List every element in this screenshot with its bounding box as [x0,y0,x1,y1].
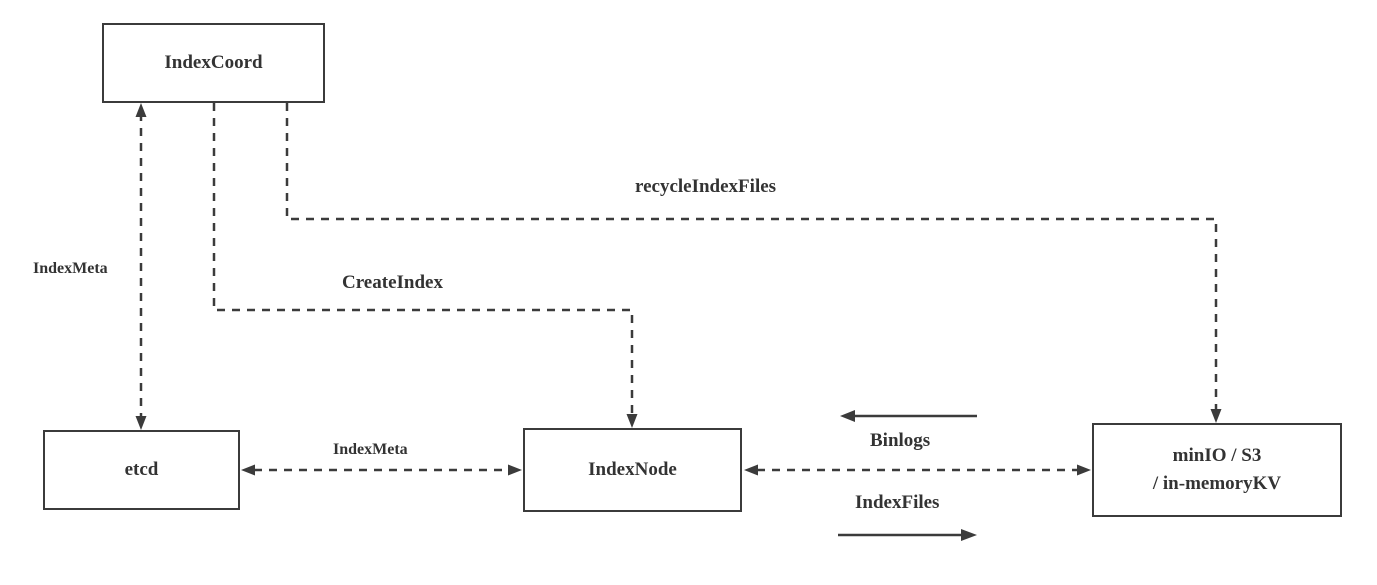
edge-label-indexfiles: IndexFiles [855,492,940,513]
edge-indexcoord-etcd [135,103,147,430]
arrowhead-left-icon [241,464,255,476]
arrowhead-down-icon [135,416,147,430]
edge-label-createindex: CreateIndex [342,272,443,293]
node-etcd: etcd [43,430,240,510]
node-etcd-label: etcd [124,459,159,481]
binlogs-direction-arrow [840,410,977,422]
node-indexcoord: IndexCoord [102,23,325,103]
node-minio: minIO / S3 / in-memoryKV [1092,423,1342,517]
arrowhead-right-icon [961,529,977,541]
edge-label-recycleindexfiles: recycleIndexFiles [635,176,777,197]
edge-indexnode-minio [744,464,1091,476]
arrowhead-up-icon [135,103,147,117]
edge-label-binlogs: Binlogs [870,430,931,451]
node-indexnode: IndexNode [523,428,742,512]
node-minio-label-line1: minIO / S3 [1172,445,1262,467]
node-indexnode-label: IndexNode [588,459,677,481]
node-indexcoord-label: IndexCoord [164,52,263,74]
edge-etcd-indexnode [241,464,522,476]
arrowhead-left-icon [840,410,855,422]
arrowhead-right-icon [1077,464,1091,476]
arrowhead-left-icon [744,464,758,476]
edge-label-indexmeta-left: IndexMeta [33,260,108,277]
indexfiles-direction-arrow [838,529,977,541]
edge-recycleindexfiles [285,103,1222,423]
arrowhead-down-icon [626,414,638,428]
arrowhead-right-icon [508,464,522,476]
arrowhead-down-icon [1210,409,1222,423]
node-minio-label-line2: / in-memoryKV [1152,473,1282,494]
edge-createindex [212,103,638,428]
edge-label-indexmeta-mid: IndexMeta [333,441,408,458]
